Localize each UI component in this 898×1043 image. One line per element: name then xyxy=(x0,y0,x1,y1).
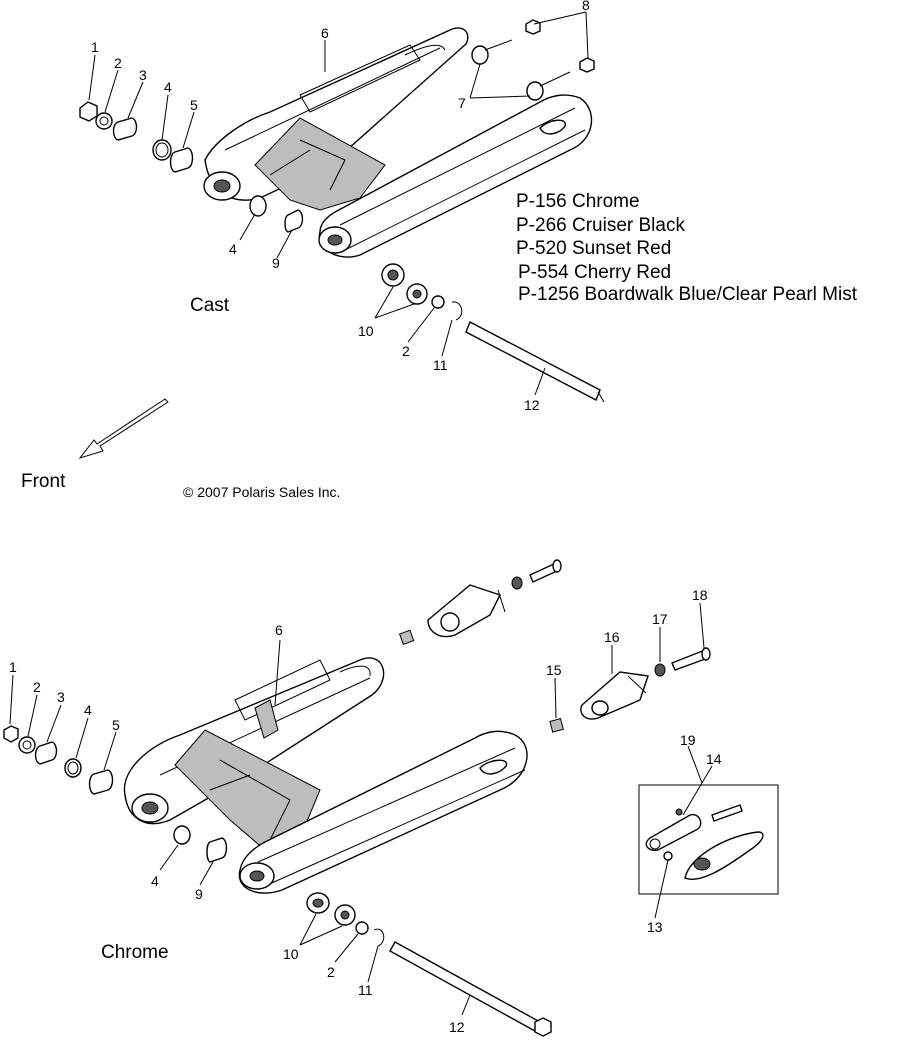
callout-label: 18 xyxy=(692,587,708,603)
callout-label: 6 xyxy=(321,25,329,41)
callout-label: 3 xyxy=(57,689,65,705)
cast-leaders xyxy=(88,11,589,396)
callout-label: 17 xyxy=(652,611,668,627)
callout-label: 2 xyxy=(33,679,41,695)
callout-label: 4 xyxy=(229,241,237,257)
callout-label: 12 xyxy=(449,1019,465,1035)
copyright: © 2007 Polaris Sales Inc. xyxy=(183,484,340,500)
chrome-swingarm-assembly xyxy=(123,657,528,894)
callout-label: 5 xyxy=(190,97,198,113)
callout-label: 2 xyxy=(327,964,335,980)
callout-label: 2 xyxy=(114,55,122,71)
caption-front: Front xyxy=(21,471,66,492)
caption-chrome: Chrome xyxy=(101,942,169,963)
callout-label: 7 xyxy=(458,95,466,111)
callout-label: 1 xyxy=(9,659,17,675)
callout-label: 14 xyxy=(706,751,722,767)
callout-label: 11 xyxy=(358,982,373,998)
callout-label: 16 xyxy=(604,629,620,645)
callout-label: 1 xyxy=(91,39,99,55)
cast-swingarm-assembly xyxy=(203,27,593,258)
legend-entry: P-156 Chrome xyxy=(516,191,640,212)
legend-entry: P-554 Cherry Red xyxy=(518,262,671,283)
callout-label: 9 xyxy=(195,886,203,902)
callout-label: 4 xyxy=(84,702,92,718)
callout-label: 8 xyxy=(582,0,590,13)
callout-label: 10 xyxy=(358,323,374,339)
chrome-callouts: 1 2 3 4 5 6 15 16 17 18 19 14 13 4 9 10 … xyxy=(9,587,722,1035)
callout-label: 11 xyxy=(433,357,448,373)
legend-entry: P-520 Sunset Red xyxy=(516,238,671,259)
chrome-leaders xyxy=(9,602,713,1016)
cast-hardware xyxy=(79,19,605,403)
callout-label: 6 xyxy=(275,622,283,638)
callout-label: 12 xyxy=(524,397,540,413)
color-legend: P-156 Chrome P-266 Cruiser Black P-520 S… xyxy=(516,191,858,305)
cast-callouts: 1 2 3 4 5 6 7 8 4 9 10 2 11 12 xyxy=(91,0,590,413)
callout-label: 10 xyxy=(283,946,299,962)
caption-cast: Cast xyxy=(190,295,230,316)
callout-label: 3 xyxy=(139,67,147,83)
callout-label: 4 xyxy=(151,873,159,889)
callout-label: 13 xyxy=(647,919,663,935)
chrome-hardware xyxy=(3,559,779,1037)
callout-label: 19 xyxy=(680,732,696,748)
callout-label: 2 xyxy=(402,343,410,359)
legend-entry: P-266 Cruiser Black xyxy=(516,215,685,236)
callout-label: 9 xyxy=(272,255,280,271)
front-direction-arrow-icon xyxy=(78,398,169,459)
legend-entry: P-1256 Boardwalk Blue/Clear Pearl Mist xyxy=(518,284,858,305)
callout-label: 5 xyxy=(112,717,120,733)
callout-label: 4 xyxy=(164,79,172,95)
callout-label: 15 xyxy=(546,662,562,678)
